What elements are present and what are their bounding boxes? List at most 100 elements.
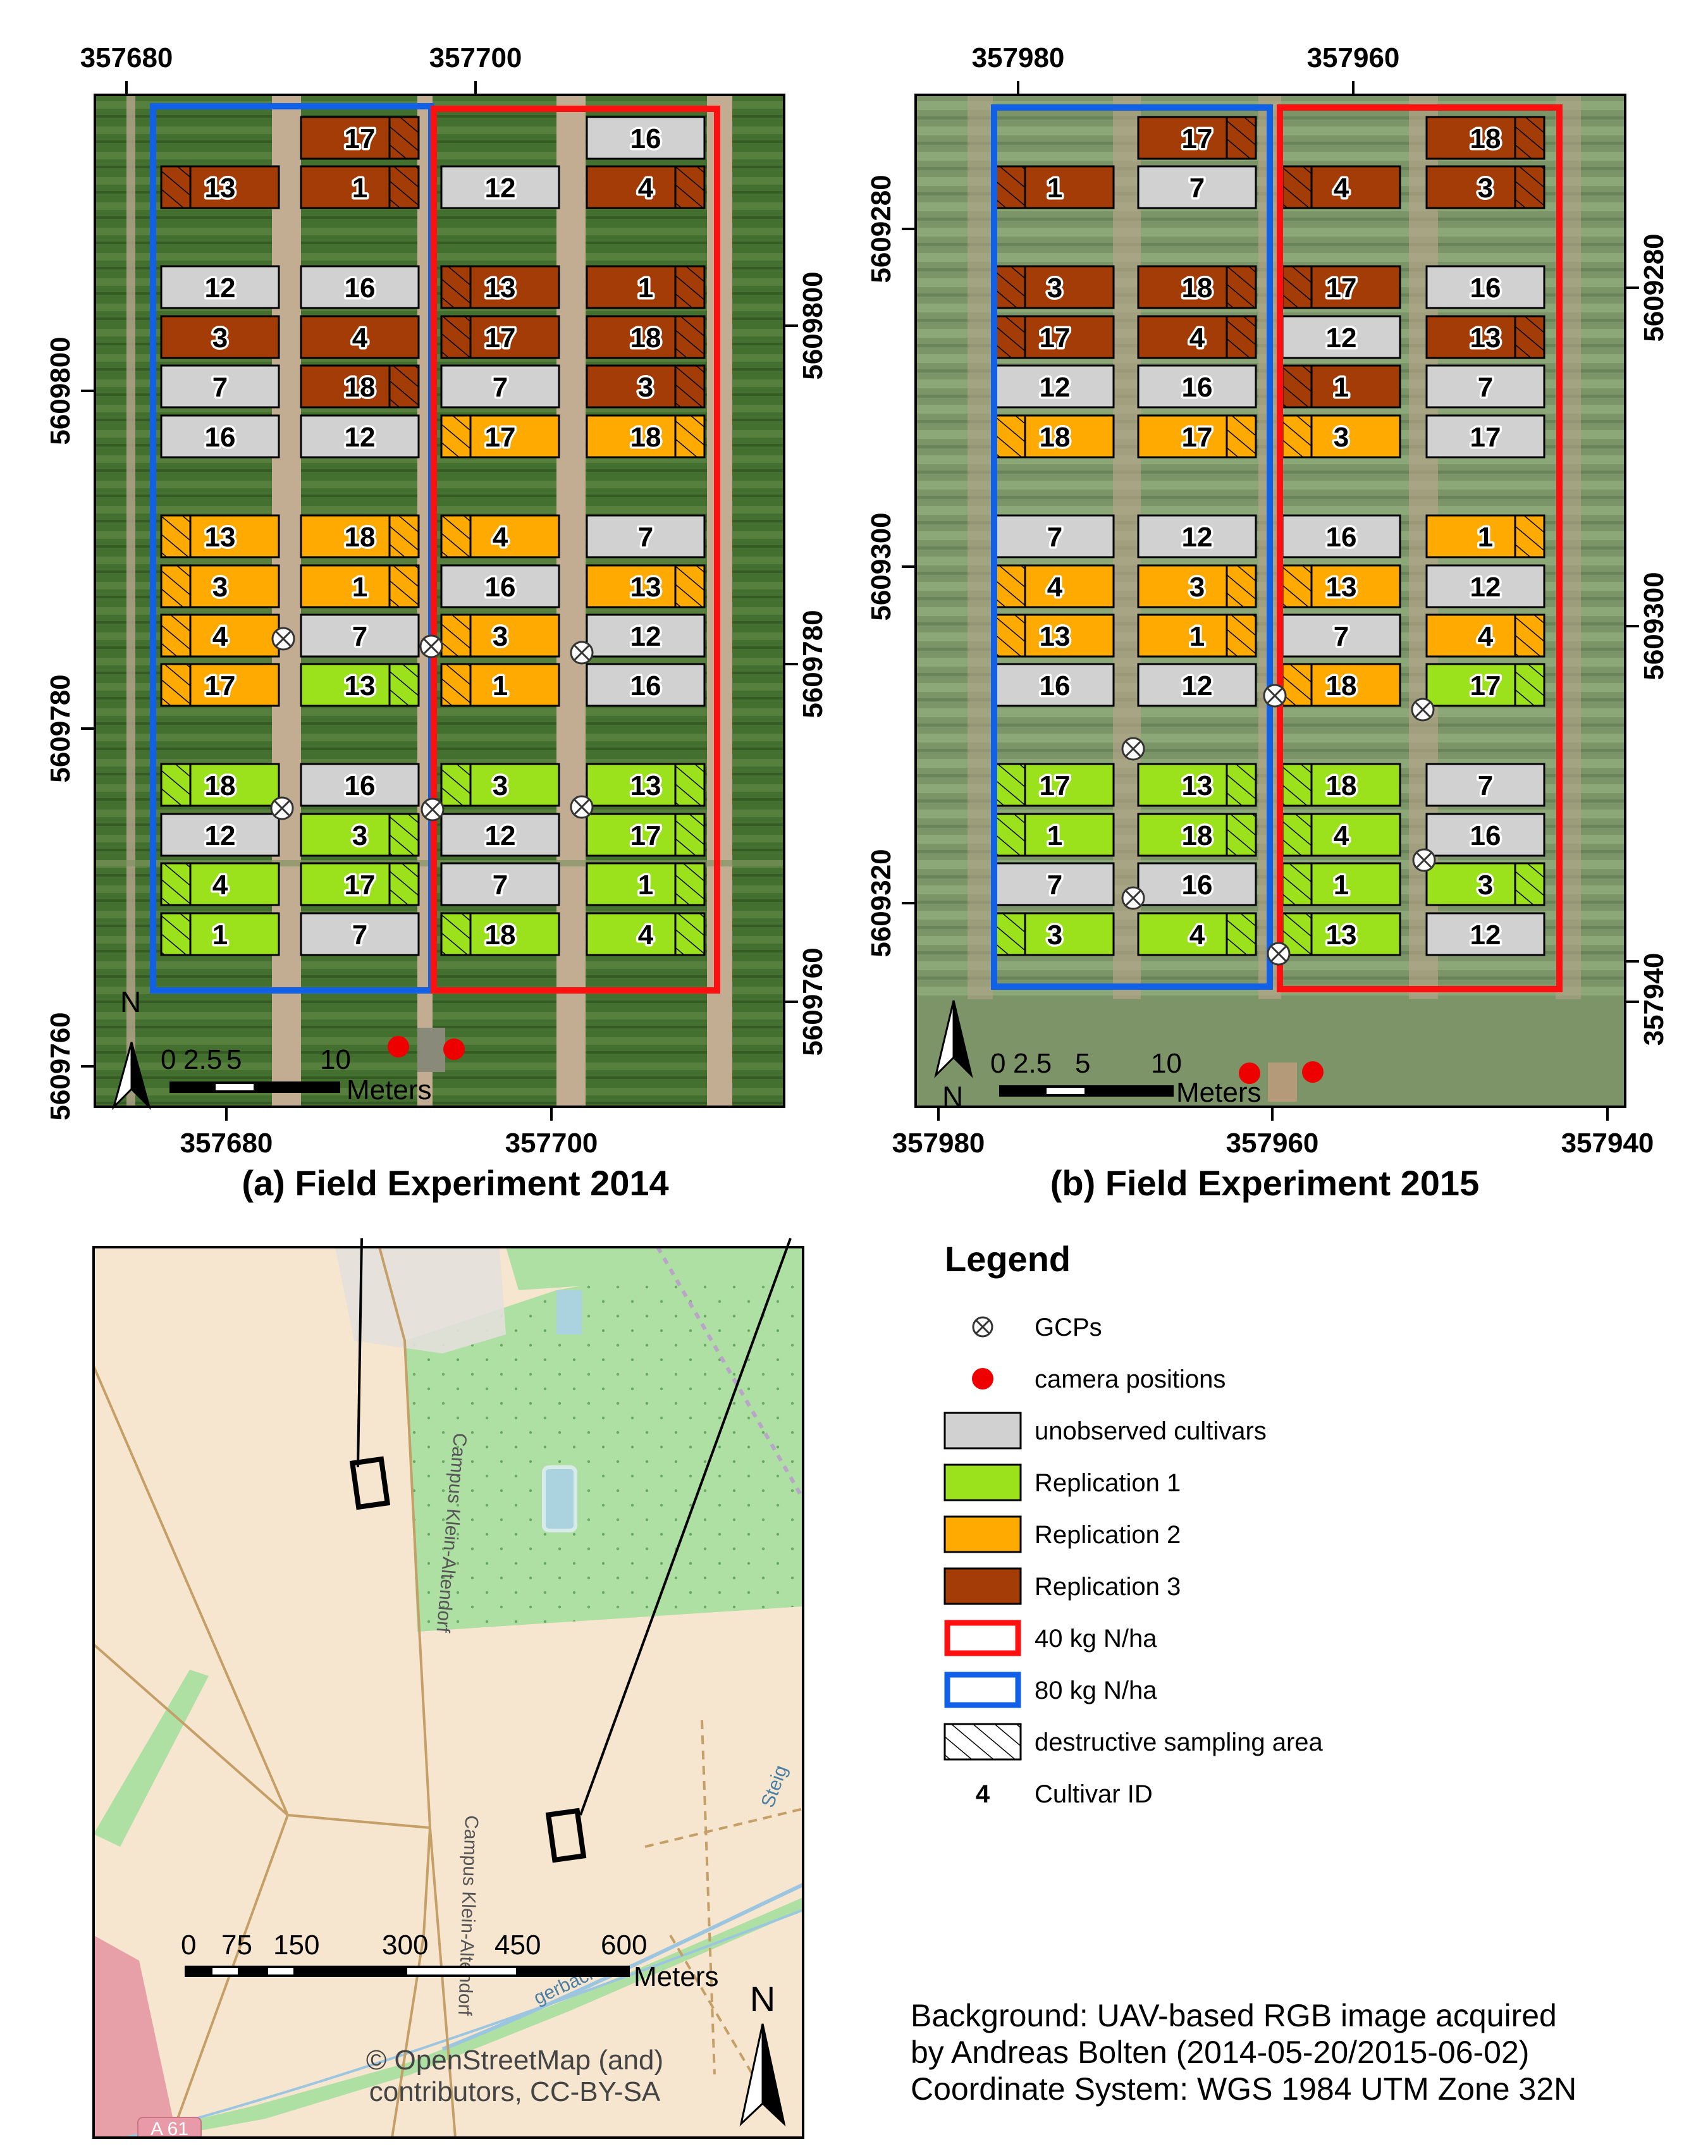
plot: 16	[586, 116, 706, 160]
plot: 12	[160, 265, 280, 309]
plot: 1	[300, 564, 420, 608]
destructive-sampling-area	[440, 663, 472, 707]
plot-fill	[995, 862, 1115, 906]
cultivar-id: 12	[1182, 522, 1213, 553]
plot: 3	[586, 364, 706, 409]
plot: 7	[440, 364, 560, 409]
cultivar-id: 4	[1478, 621, 1494, 652]
cultivar-id: 13	[1182, 770, 1213, 801]
legend-swatch	[943, 1567, 1022, 1605]
plot: 1	[1281, 862, 1401, 906]
svg-text:75: 75	[221, 1930, 252, 1961]
cultivar-id: 16	[1040, 670, 1071, 701]
cultivar-id: 17	[1470, 422, 1501, 453]
destructive-sampling-area	[1226, 265, 1257, 309]
plot: 16	[1425, 813, 1545, 857]
cultivar-id: 4	[212, 621, 228, 652]
legend-item-rep1: Replication 1	[943, 1463, 1181, 1501]
plot-fill	[995, 663, 1115, 707]
plot: 13	[586, 564, 706, 608]
cultivar-id: 7	[1189, 173, 1205, 204]
cultivar-id: 7	[1334, 621, 1349, 652]
cultivar-id: 4	[1334, 820, 1349, 851]
cultivar-id: 13	[205, 522, 236, 553]
plot: 18	[160, 763, 280, 807]
plot-fill	[300, 265, 420, 309]
svg-text:357700: 357700	[505, 1128, 598, 1159]
cultivar-id: 12	[1470, 572, 1501, 603]
destructive-sampling-area	[1281, 364, 1313, 409]
svg-text:5609280: 5609280	[866, 175, 897, 283]
plot: 7	[440, 862, 560, 906]
cultivar-id: 4	[638, 173, 654, 204]
destructive-sampling-area	[1281, 813, 1313, 857]
svg-text:Meters: Meters	[634, 1961, 718, 1992]
plot-fill	[1425, 414, 1545, 459]
cultivar-id: 3	[212, 323, 228, 354]
cultivar-id: 17	[630, 820, 661, 851]
legend-label: camera positions	[1035, 1365, 1226, 1393]
destructive-sampling-area	[1514, 165, 1545, 209]
overview-credit: contributors, CC-BY-SA	[369, 2076, 661, 2107]
cultivar-id: 16	[205, 422, 236, 453]
svg-text:N: N	[750, 1979, 775, 2019]
plot-fill	[1137, 165, 1257, 209]
panel-b-plots: 1317121874131617173177184161712311213181…	[995, 116, 1545, 956]
destructive-sampling-area	[160, 862, 192, 906]
cultivar-id: 12	[1326, 323, 1357, 354]
plot-fill	[1281, 315, 1401, 359]
cultivar-id: 17	[1040, 770, 1071, 801]
plot: 4	[1425, 613, 1545, 658]
cultivar-id: 13	[630, 572, 661, 603]
plot: 4	[1137, 315, 1257, 359]
cultivar-id: 13	[205, 173, 236, 204]
cultivar-id: 7	[493, 372, 508, 403]
legend-symbol: 4	[976, 1780, 990, 1808]
plot: 16	[1425, 265, 1545, 309]
cultivar-id: 17	[1326, 273, 1357, 304]
plot: 17	[300, 862, 420, 906]
svg-text:Meters: Meters	[1176, 1077, 1261, 1108]
svg-text:357980: 357980	[892, 1128, 985, 1159]
svg-text:5609300: 5609300	[1638, 572, 1669, 680]
cultivar-id: 3	[493, 621, 508, 652]
plot-fill	[1425, 912, 1545, 956]
cultivar-id: 7	[352, 621, 367, 652]
legend-label: 80 kg N/ha	[1035, 1677, 1157, 1704]
cultivar-id: 17	[485, 422, 516, 453]
legend-item-gcp: GCPs	[972, 1314, 1102, 1341]
plot: 18	[1137, 813, 1257, 857]
plot: 1	[440, 663, 560, 707]
overview-pointer-2015	[579, 1238, 792, 1816]
plot: 16	[1281, 514, 1401, 558]
plot-fill	[160, 364, 280, 409]
destructive-sampling-area	[995, 813, 1026, 857]
destructive-sampling-area	[995, 165, 1026, 209]
plot: 4	[1137, 912, 1257, 956]
cultivar-id: 3	[1047, 273, 1062, 304]
plot: 18	[995, 414, 1115, 459]
svg-text:5609780: 5609780	[45, 674, 76, 782]
destructive-sampling-area	[160, 763, 192, 807]
svg-text:600: 600	[601, 1930, 647, 1961]
destructive-sampling-area	[1281, 862, 1313, 906]
legend-swatch	[944, 1620, 1021, 1656]
svg-text:5609800: 5609800	[45, 336, 76, 445]
plot-fill	[1425, 564, 1545, 608]
plot: 7	[1281, 613, 1401, 658]
destructive-sampling-area	[674, 763, 706, 807]
svg-text:357680: 357680	[180, 1128, 273, 1159]
cultivar-id: 3	[212, 572, 228, 603]
plot: 3	[300, 813, 420, 857]
plot-fill	[586, 116, 706, 160]
svg-text:Meters: Meters	[347, 1075, 431, 1106]
cultivar-id: 16	[630, 123, 661, 154]
destructive-sampling-area	[995, 763, 1026, 807]
cultivar-id: 13	[485, 273, 516, 304]
destructive-sampling-area	[674, 414, 706, 459]
plot: 1	[995, 813, 1115, 857]
panel-b-caption: (b) Field Experiment 2015	[1050, 1163, 1479, 1203]
legend-label: destructive sampling area	[1035, 1728, 1324, 1756]
svg-text:5609780: 5609780	[797, 610, 828, 718]
plot: 13	[300, 663, 420, 707]
